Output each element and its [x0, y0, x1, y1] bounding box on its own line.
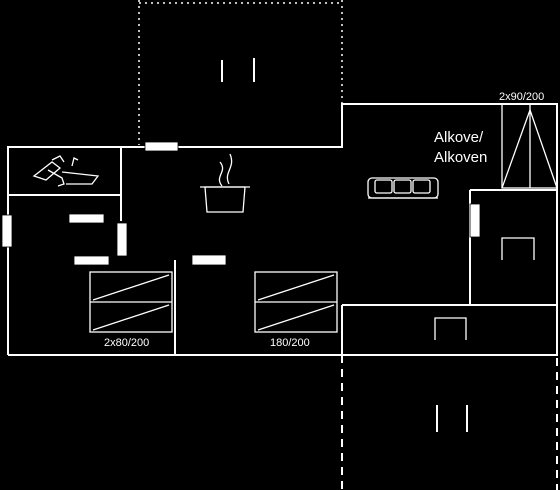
- alcove-label-line2: Alkoven: [434, 149, 487, 166]
- alcove-label-line1: Alkove/: [434, 129, 484, 146]
- kitchen-room: [8, 147, 122, 221]
- chair-icon: [434, 317, 467, 340]
- bed-left-size-label: 2x80/200: [104, 337, 149, 349]
- sofa-icon: [367, 177, 439, 199]
- doors: [1, 141, 481, 266]
- alcove-bed: [501, 103, 558, 189]
- bed-middle: [254, 271, 338, 333]
- cooking-pot-icon: [200, 153, 250, 213]
- upper-annex-dotted: [138, 0, 343, 145]
- chair-icon: [501, 237, 535, 260]
- lower-annex-dashed: [341, 190, 558, 490]
- bed-left: [89, 271, 173, 333]
- kitchen-faucet-icon: [32, 155, 100, 187]
- bed-middle-size-label: 180/200: [270, 337, 310, 349]
- alcove-bed-size-label: 2x90/200: [499, 91, 544, 103]
